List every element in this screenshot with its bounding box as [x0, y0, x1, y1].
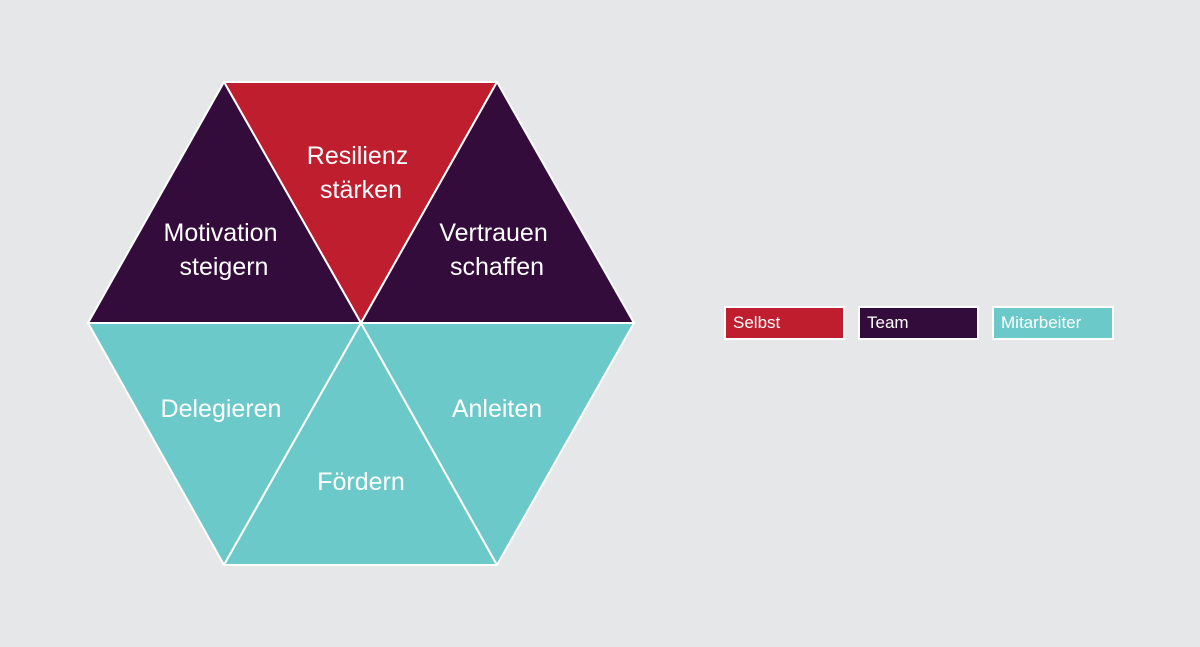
segment-label-foerdern: Fördern [317, 468, 405, 496]
legend-item-selbst: Selbst [724, 306, 845, 340]
segment-label-vertrauen-line-1: Vertrauen [439, 219, 547, 247]
segment-label-vertrauen: Vertrauen schaffen [439, 219, 554, 281]
segment-label-resilienz-line-1: Resilienz [307, 142, 408, 170]
segment-label-foerdern-line-1: Fördern [317, 468, 405, 496]
segment-label-motivation: Motivation steigern [164, 219, 285, 281]
segment-label-motivation-line-2: steigern [180, 253, 269, 281]
segment-label-vertrauen-line-2: schaffen [450, 253, 544, 281]
segment-anleiten [360, 322, 635, 566]
legend-item-team: Team [858, 306, 979, 340]
segment-label-delegieren: Delegieren [161, 395, 282, 423]
legend-item-mitarbeiter: Mitarbeiter [992, 306, 1114, 340]
segment-label-anleiten-line-1: Anleiten [452, 395, 542, 423]
segment-label-motivation-line-1: Motivation [164, 219, 278, 247]
segment-label-resilienz-line-2: stärken [320, 176, 402, 204]
segment-label-resilienz: Resilienz stärken [307, 142, 415, 204]
segment-label-anleiten: Anleiten [452, 395, 542, 423]
segment-label-delegieren-line-1: Delegieren [161, 395, 282, 423]
